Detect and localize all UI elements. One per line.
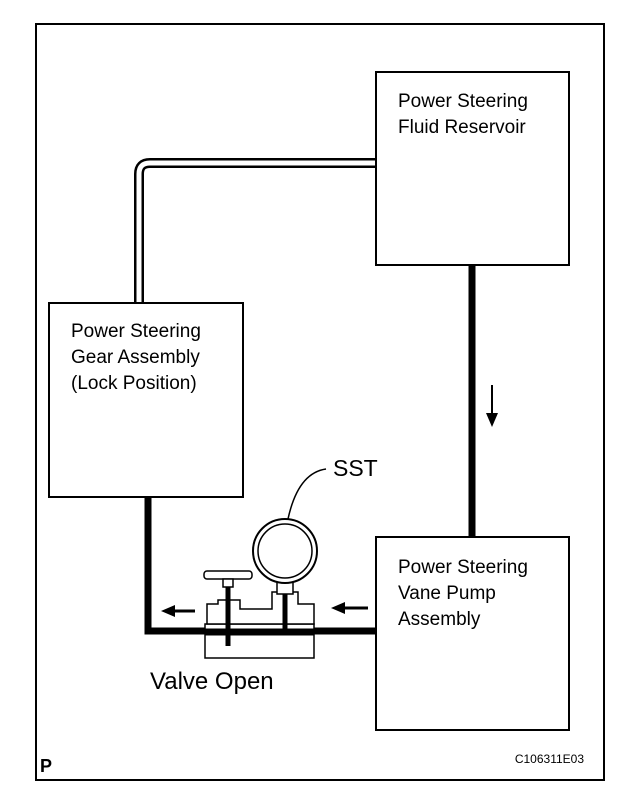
flow-arrow-left-icon <box>331 602 368 614</box>
sst-leader-line <box>287 468 327 520</box>
vane-pump-label-line1: Power Steering <box>398 557 528 578</box>
valve-handle-icon <box>203 570 253 580</box>
valve-open-label: Valve Open <box>150 668 274 695</box>
gear-assembly-box <box>48 302 244 498</box>
vane-pump-label-line2: Vane Pump <box>398 583 496 604</box>
sst-gauge-valve-tool <box>203 518 318 659</box>
reservoir-box <box>375 71 570 266</box>
figure-code: C106311E03 <box>515 752 584 766</box>
return-hose-outer <box>134 158 376 303</box>
flow-arrow-left-icon <box>161 605 195 617</box>
pressure-gauge-icon <box>252 518 318 584</box>
gear-assembly-label-line1: Power Steering <box>71 321 201 342</box>
flow-arrow-down-icon <box>486 385 498 427</box>
figure-frame <box>35 23 605 781</box>
reservoir-label-line2: Fluid Reservoir <box>398 117 526 138</box>
corner-mark: P <box>40 756 52 776</box>
valve-body-upper <box>206 591 315 625</box>
gear-assembly-label-line2: Gear Assembly <box>71 347 200 368</box>
gear-assembly-label-line3: (Lock Position) <box>71 373 197 394</box>
vane-pump-label-line3: Assembly <box>398 609 481 630</box>
sst-label: SST <box>333 455 378 481</box>
vane-pump-box <box>375 536 570 731</box>
reservoir-label-line1: Power Steering <box>398 91 528 112</box>
return-hose-inner <box>136 160 376 303</box>
